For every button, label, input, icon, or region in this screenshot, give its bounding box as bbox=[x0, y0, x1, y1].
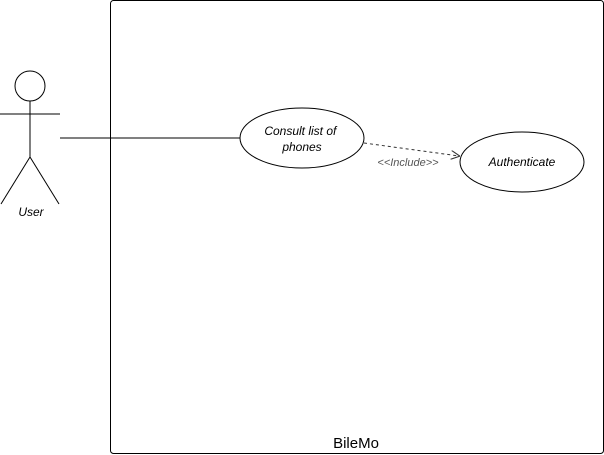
include-stereotype-label: <<Include>> bbox=[377, 157, 439, 169]
use-case-label-line-2: phones bbox=[281, 140, 321, 154]
use-case-ellipse bbox=[239, 107, 365, 169]
system-boundary[interactable]: BileMo bbox=[110, 0, 604, 454]
actor-user[interactable]: User bbox=[0, 70, 60, 219]
use-case-consult-phones[interactable]: Consult list of phones bbox=[239, 107, 365, 169]
actor-left-leg bbox=[0, 156, 31, 205]
system-boundary-box bbox=[110, 0, 604, 454]
use-case-label: Consult list of phones bbox=[264, 124, 339, 154]
actor-head bbox=[14, 70, 46, 102]
use-case-authenticate[interactable]: Authenticate bbox=[459, 131, 585, 193]
include-dashed-arrow bbox=[363, 142, 459, 156]
system-title: BileMo bbox=[333, 435, 379, 452]
use-case-label: Authenticate bbox=[488, 155, 556, 169]
use-case-ellipse bbox=[459, 131, 585, 193]
actor-right-leg bbox=[29, 156, 60, 205]
actor-label: User bbox=[18, 205, 44, 219]
use-case-label-line-1: Consult list of bbox=[264, 124, 338, 138]
include-relationship[interactable]: <<Include>> bbox=[363, 142, 459, 169]
